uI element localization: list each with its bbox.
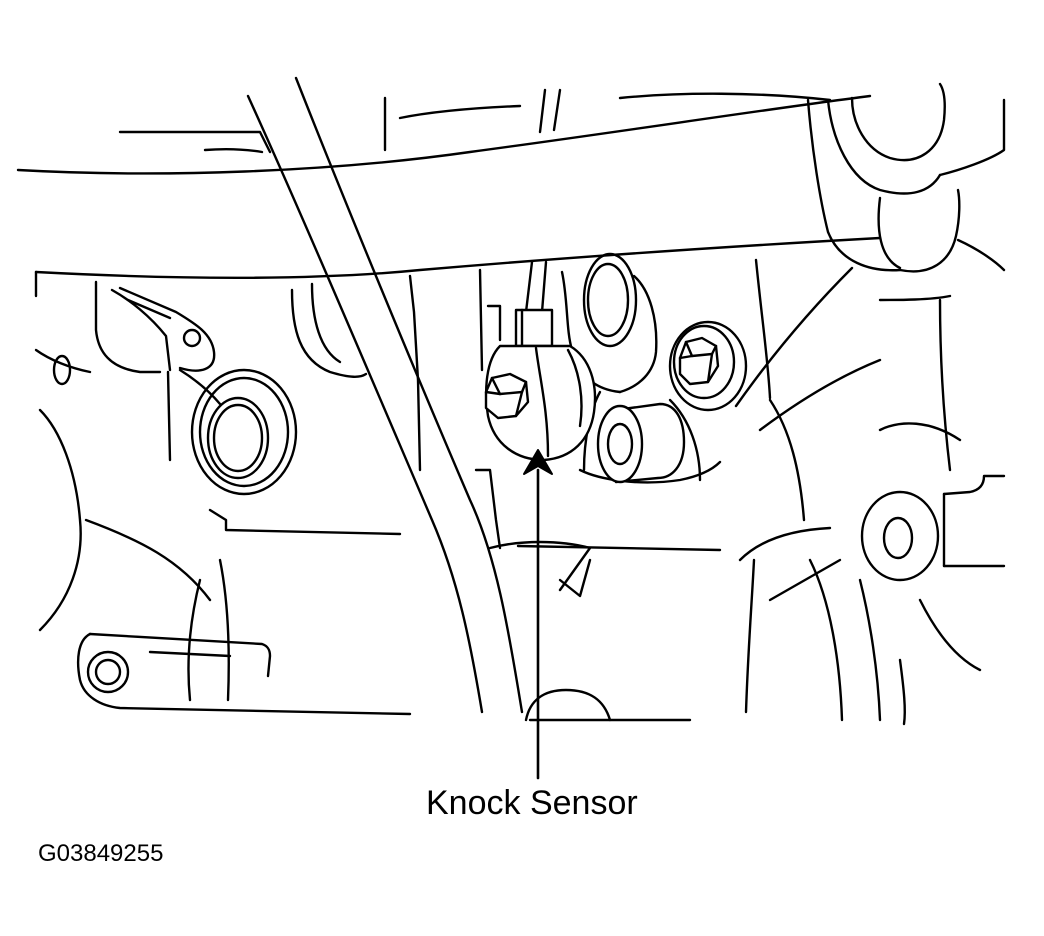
figure-id: G03849255	[38, 840, 164, 867]
right-housing	[734, 82, 1006, 432]
center-block	[408, 252, 722, 598]
right-bolt	[668, 320, 748, 412]
diagonal-brace	[246, 76, 524, 714]
arrow-up-icon	[523, 449, 553, 780]
lower-bracket	[76, 632, 412, 716]
left-housing	[34, 270, 402, 702]
knock-sensor-label: Knock Sensor	[426, 784, 638, 822]
spacer-boss	[596, 402, 686, 484]
manifold-bar	[16, 92, 882, 279]
sensor-wire	[524, 88, 562, 314]
right-lower-block	[524, 298, 1006, 726]
knock-sensor-drawing	[484, 308, 597, 462]
